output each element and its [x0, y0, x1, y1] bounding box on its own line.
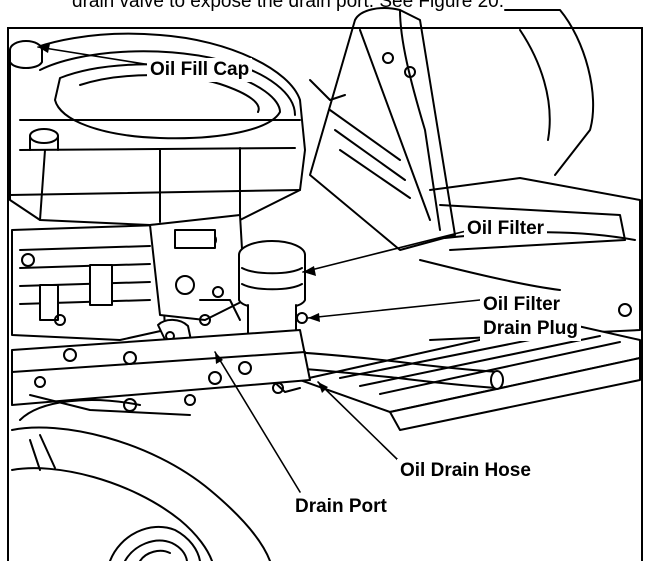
- front-wheel: [11, 426, 271, 561]
- footrest-tread: [299, 303, 641, 431]
- oil-drain-hose-label: Oil Drain Hose: [397, 459, 534, 483]
- oil-filter-drain-plug-label-line2: Drain Plug: [480, 317, 582, 341]
- drain-port-label: Drain Port: [292, 495, 390, 519]
- oil-filter-label: Oil Filter: [464, 217, 548, 241]
- oil-fill-cap-shape: [9, 40, 59, 151]
- frame-rail: [11, 329, 311, 421]
- oil-filter-drain-plug-label-line1: Oil Filter: [480, 293, 564, 317]
- engine-block: [11, 224, 166, 341]
- oil-fill-cap-label: Oil Fill Cap: [147, 58, 253, 82]
- leader-lines: [37, 44, 481, 493]
- seat-support: [309, 7, 595, 251]
- valve-bracket: [149, 214, 246, 326]
